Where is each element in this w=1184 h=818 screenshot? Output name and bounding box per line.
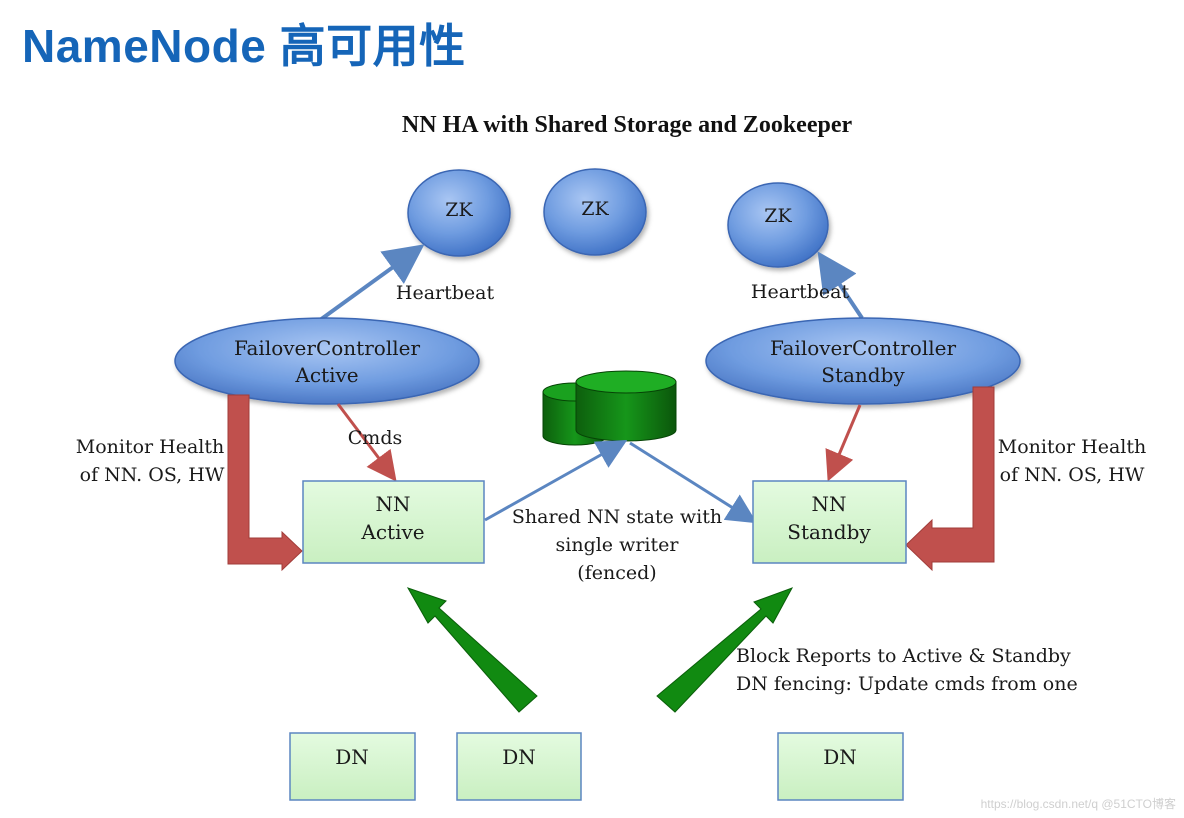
- shared-state-line3: (fenced): [577, 562, 656, 584]
- fc-standby-line1: FailoverController: [770, 336, 956, 360]
- heartbeat-label-left: Heartbeat: [396, 282, 495, 304]
- nn-active-line2: Active: [360, 520, 424, 544]
- nn-active-box: NN Active: [302, 480, 485, 564]
- heartbeat-arrow-active: [318, 244, 425, 322]
- dn-box-3: DN: [777, 732, 904, 801]
- dn-box-1: DN: [289, 732, 416, 801]
- shared-storage-icon: [542, 370, 677, 446]
- shared-state-arrow-standby: [629, 441, 758, 524]
- heartbeat-label-right: Heartbeat: [751, 281, 850, 303]
- watermark: https://blog.csdn.net/q @51CTO博客: [980, 797, 1176, 811]
- cmds-arrow-active: [336, 403, 397, 482]
- nn-standby-line2: Standby: [787, 520, 871, 544]
- block-report-arrow-active: [406, 587, 538, 713]
- diagram-title: NN HA with Shared Storage and Zookeeper: [401, 112, 853, 138]
- nn-standby-box: NN Standby: [752, 480, 907, 564]
- nn-standby-line1: NN: [812, 492, 847, 516]
- nn-active-line1: NN: [376, 492, 411, 516]
- dn-label: DN: [335, 745, 369, 769]
- block-report-arrow-standby: [656, 587, 794, 713]
- zk-label: ZK: [764, 205, 792, 227]
- heartbeat-arrow-standby: [817, 251, 864, 320]
- shared-state-line1: Shared NN state with: [512, 506, 722, 528]
- monitor-health-right-line2: of NN. OS, HW: [1000, 464, 1145, 486]
- cmds-arrow-standby: [825, 404, 862, 482]
- slide-title: NameNode 高可用性: [22, 20, 466, 72]
- monitor-health-arrow-left: [227, 394, 303, 572]
- shared-state-arrow-active: [484, 440, 628, 522]
- zk-node-1: ZK: [407, 169, 511, 257]
- failover-controller-active: FailoverController Active: [174, 317, 480, 405]
- block-reports-line1: Block Reports to Active & Standby: [736, 645, 1071, 667]
- monitor-health-left-line2: of NN. OS, HW: [80, 464, 225, 486]
- fc-standby-line2: Standby: [821, 363, 905, 387]
- dn-label: DN: [823, 745, 857, 769]
- zk-node-3: ZK: [727, 182, 829, 268]
- dn-box-2: DN: [456, 732, 582, 801]
- dn-label: DN: [502, 745, 536, 769]
- zk-label: ZK: [445, 199, 473, 221]
- shared-state-line2: single writer: [556, 534, 680, 556]
- fc-active-line1: FailoverController: [234, 336, 420, 360]
- monitor-health-arrow-right: [905, 386, 995, 572]
- cmds-label: Cmds: [348, 427, 402, 449]
- block-reports-line2: DN fencing: Update cmds from one: [736, 673, 1078, 695]
- monitor-health-right-line1: Monitor Health: [998, 436, 1147, 458]
- zk-label: ZK: [581, 198, 609, 220]
- zk-node-2: ZK: [543, 168, 647, 256]
- failover-controller-standby: FailoverController Standby: [705, 317, 1021, 405]
- monitor-health-left-line1: Monitor Health: [76, 436, 225, 458]
- fc-active-line2: Active: [294, 363, 358, 387]
